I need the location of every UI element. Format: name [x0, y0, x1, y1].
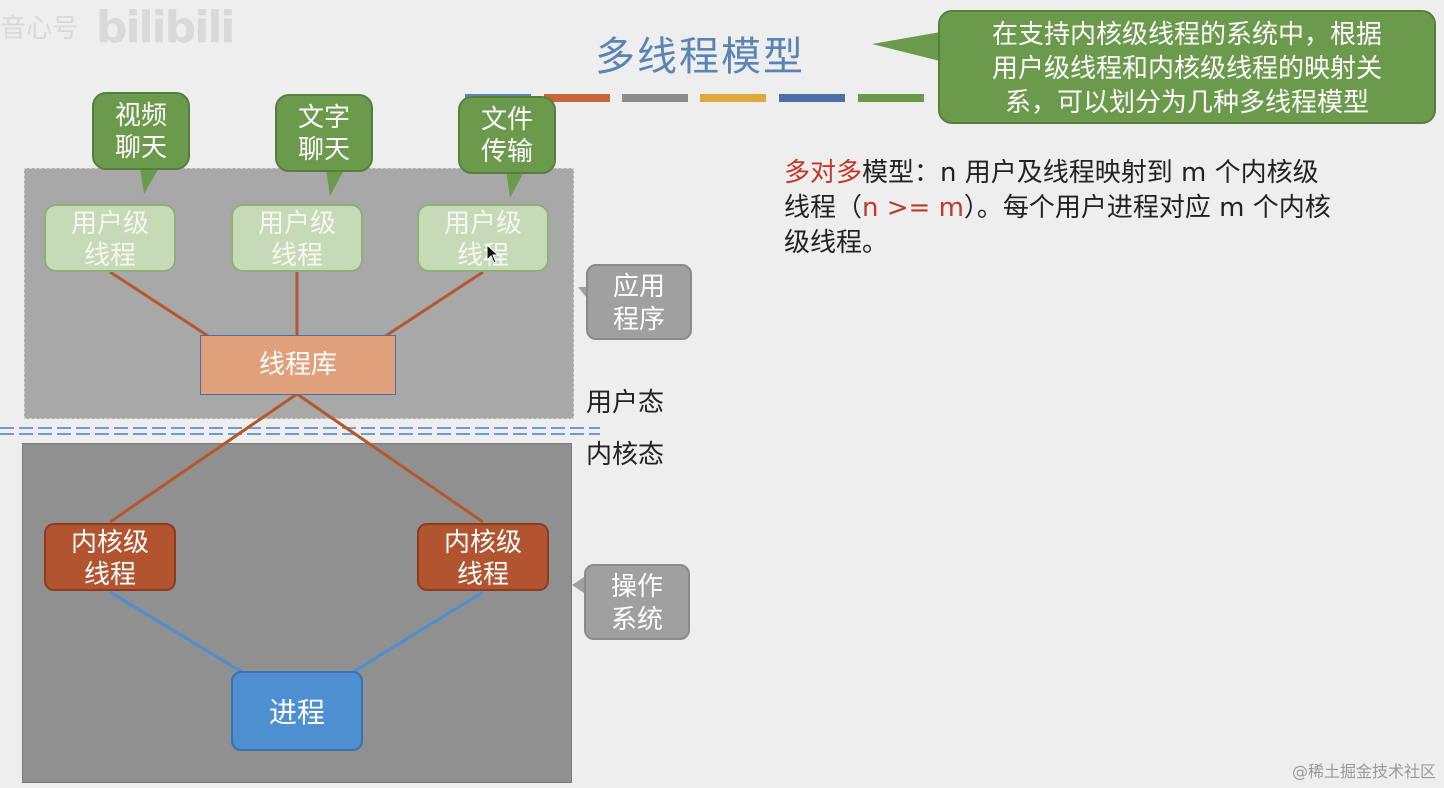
user-thread-1: 用户级 线程	[44, 204, 176, 272]
slide-title: 多线程模型	[595, 34, 805, 80]
bubble-1-tail	[140, 166, 160, 194]
callout-line-1: 在支持内核级线程的系统中，根据	[991, 20, 1382, 50]
bubble-text-chat: 文字 聊天	[275, 94, 373, 172]
description-line-2: 线程（n >= m）。每个用户进程对应 m 个内核	[784, 193, 1331, 223]
bubble-file-transfer: 文件 传输	[458, 96, 556, 174]
stripe-gray	[622, 94, 688, 102]
model-description: 多对多模型：n 用户及线程映射到 m 个内核级 线程（n >= m）。每个用户进…	[784, 156, 1384, 261]
channel-watermark-text: 音心号	[0, 14, 79, 44]
user-thread-2: 用户级 线程	[231, 204, 363, 272]
ratio-highlight: n >= m	[862, 193, 964, 223]
process-box: 进程	[231, 671, 363, 751]
os-tag: 操作 系统	[584, 564, 690, 640]
bubble-2-tail	[326, 166, 346, 196]
kernel-mode-label: 内核态	[586, 440, 665, 470]
stripe-green	[858, 94, 924, 102]
kernel-thread-1: 内核级 线程	[44, 523, 176, 591]
description-line-1: 多对多模型：n 用户及线程映射到 m 个内核级	[784, 158, 1319, 188]
stripe-orange	[544, 94, 610, 102]
user-mode-label: 用户态	[586, 388, 665, 418]
mouse-cursor-icon	[486, 244, 500, 264]
os-tag-pointer	[572, 577, 584, 593]
link-kernel2-process	[339, 590, 484, 682]
callout-pointer	[872, 30, 952, 64]
stripe-yellow	[700, 94, 766, 102]
explanation-callout: 在支持内核级线程的系统中，根据 用户级线程和内核级线程的映射关 系，可以划分为几…	[938, 10, 1436, 124]
app-tag-pointer	[578, 287, 586, 297]
application-tag: 应用 程序	[586, 264, 692, 340]
thread-library: 线程库	[200, 335, 396, 395]
description-line-3: 级线程。	[784, 228, 889, 258]
site-watermark: @稀土掘金技术社区	[1291, 762, 1436, 781]
callout-line-2: 用户级线程和内核级线程的映射关	[991, 54, 1382, 84]
stripe-blue	[779, 94, 845, 102]
link-library-kernel2	[296, 392, 484, 524]
kernel-thread-2: 内核级 线程	[417, 523, 549, 591]
callout-line-3: 系，可以划分为几种多线程模型	[1004, 88, 1369, 118]
bubble-video-chat: 视频 聊天	[92, 92, 190, 170]
bilibili-logo: bilibili	[96, 2, 235, 53]
link-library-kernel1	[109, 392, 298, 524]
model-name-highlight: 多对多	[784, 158, 863, 188]
bubble-3-tail	[506, 168, 526, 198]
user-thread-3: 用户级 线程	[417, 204, 549, 272]
link-kernel1-process	[109, 590, 256, 682]
